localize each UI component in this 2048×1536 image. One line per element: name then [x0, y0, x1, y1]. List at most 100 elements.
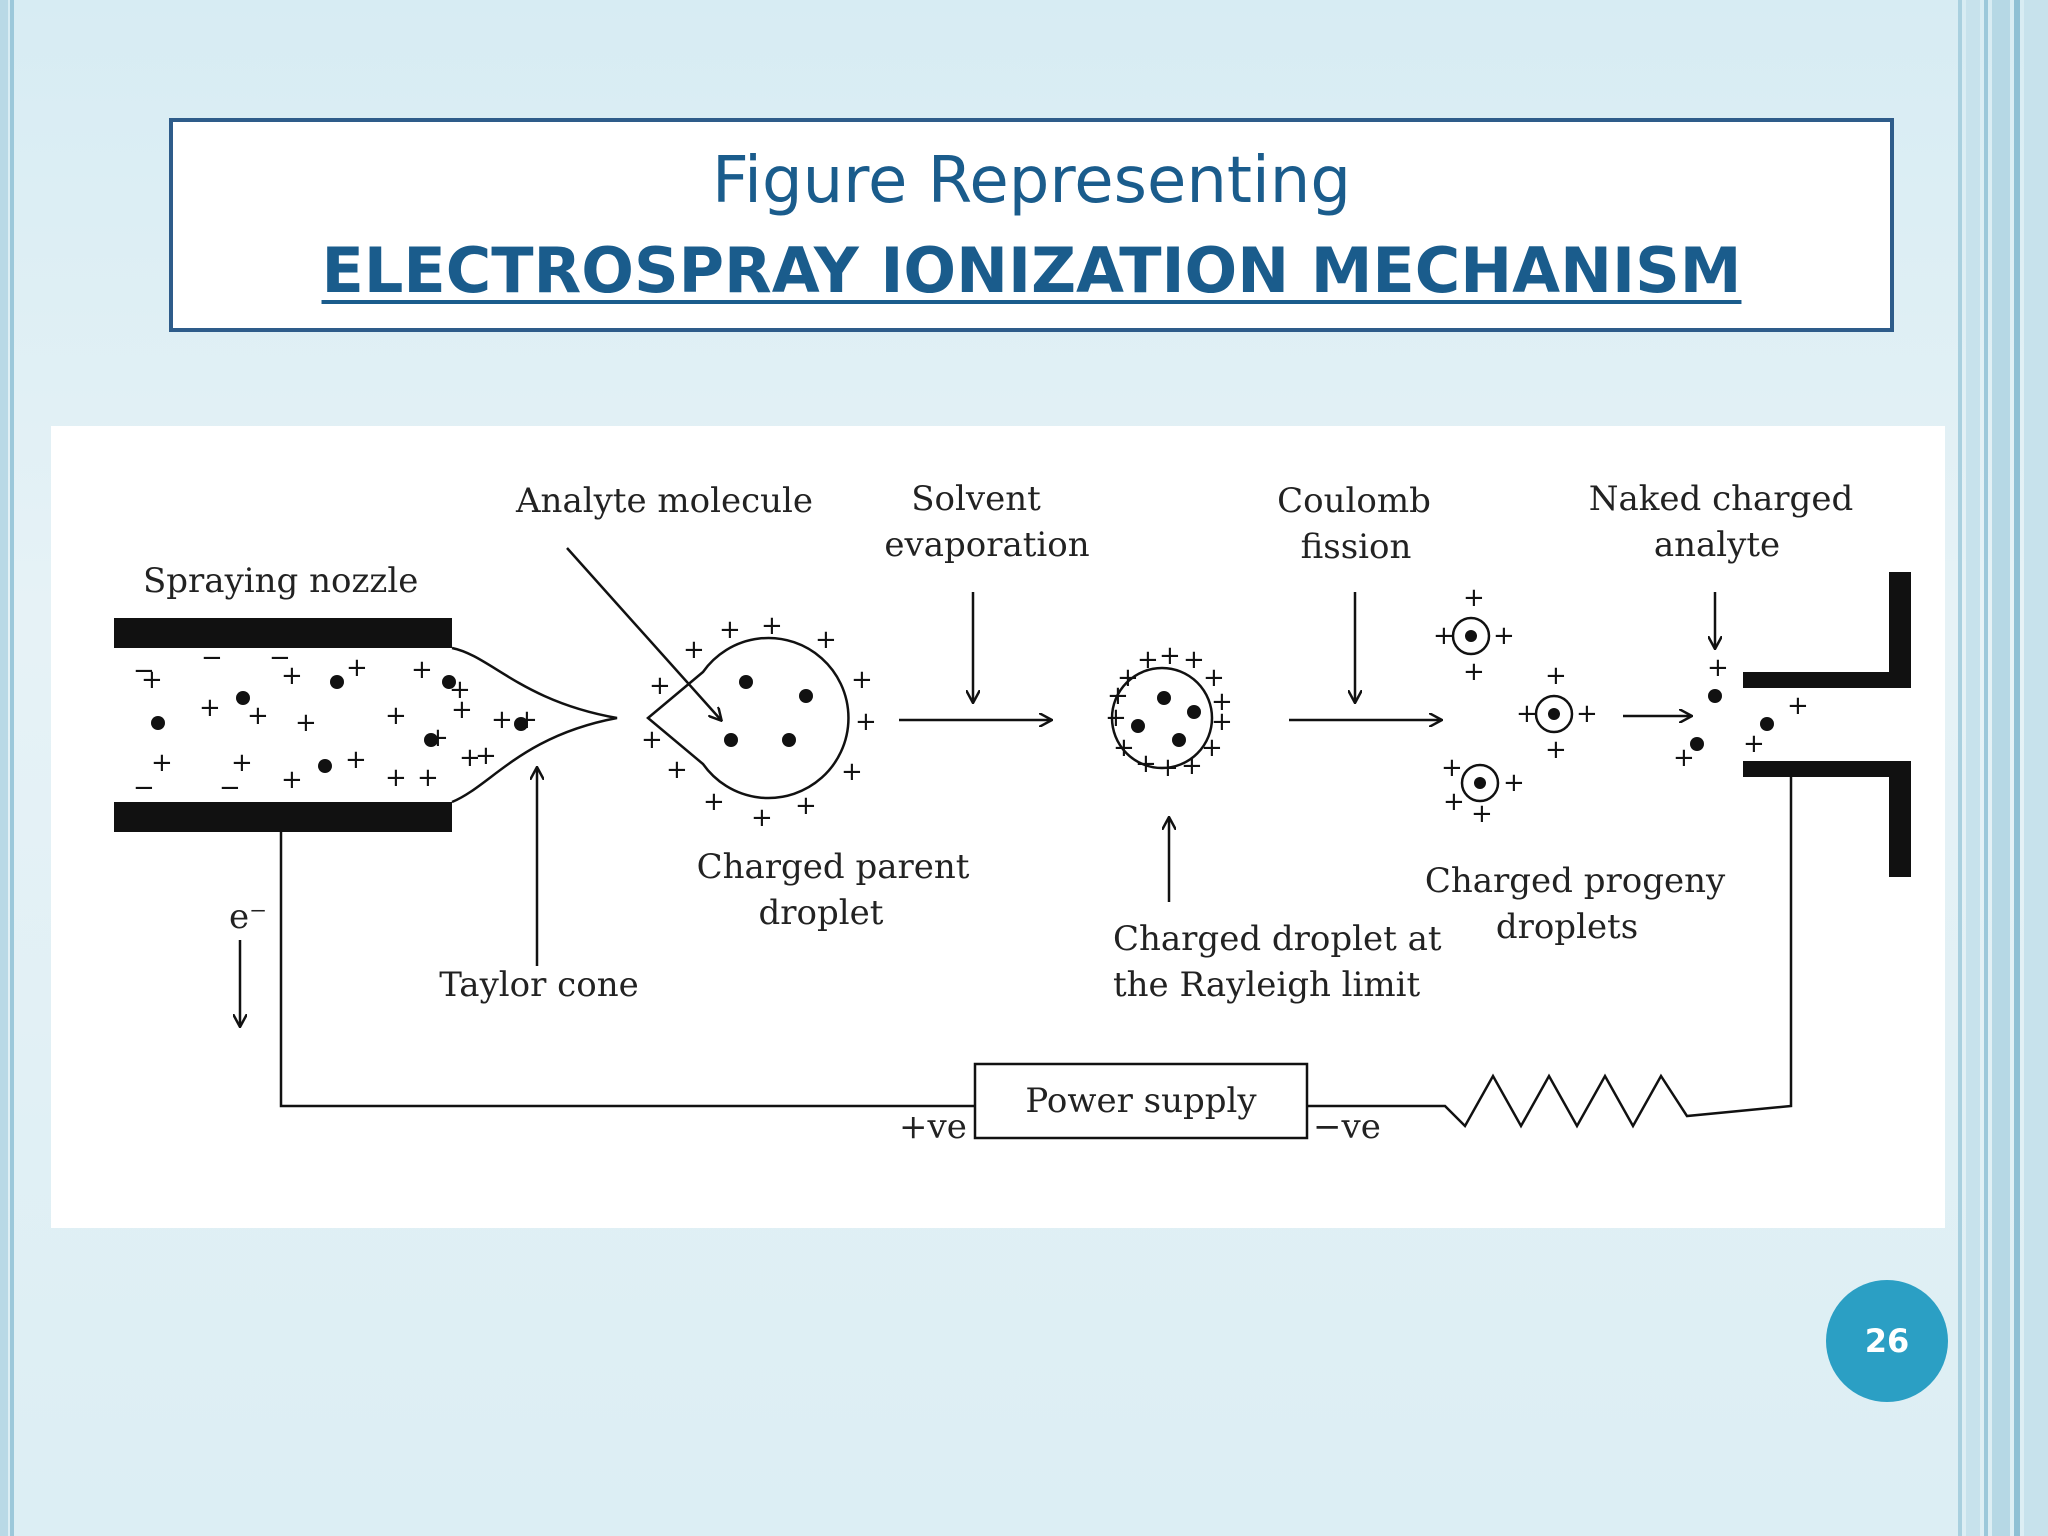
svg-text:+: +: [1545, 661, 1567, 691]
svg-text:+: +: [1183, 645, 1205, 675]
svg-text:+: +: [649, 671, 671, 701]
svg-text:−: −: [133, 656, 155, 686]
svg-text:+: +: [761, 611, 783, 641]
svg-text:+: +: [1105, 703, 1127, 733]
svg-text:+: +: [1576, 699, 1598, 729]
svg-text:+: +: [231, 748, 253, 778]
svg-text:+: +: [703, 787, 725, 817]
svg-text:+: +: [719, 615, 741, 645]
svg-text:+: +: [385, 763, 407, 793]
svg-text:+: +: [1787, 691, 1809, 721]
svg-text:−: −: [133, 773, 155, 803]
svg-text:+: +: [1493, 621, 1515, 651]
label-solvent: Solvent: [911, 479, 1041, 519]
label-rayleigh-1: Charged droplet at: [1113, 919, 1442, 959]
svg-text:+: +: [1211, 687, 1233, 717]
svg-text:+: +: [1673, 743, 1695, 773]
process-arrows: [240, 547, 1715, 1026]
title-box: Figure Representing ELECTROSPRAY IONIZAT…: [169, 118, 1894, 332]
label-electron: e⁻: [229, 897, 267, 937]
label-coulomb: Coulomb: [1277, 481, 1431, 521]
svg-text:+: +: [1211, 707, 1233, 737]
svg-text:+: +: [1443, 787, 1465, 817]
svg-text:+: +: [1159, 641, 1181, 671]
label-spraying-nozzle: Spraying nozzle: [143, 561, 418, 601]
nozzle-charges: −−− +++ +++ +++ +++ +++ +++ +++ −−: [133, 643, 538, 803]
svg-text:+: +: [151, 748, 173, 778]
svg-text:+: +: [841, 757, 863, 787]
naked-charged-analyte: + + + +: [1673, 653, 1809, 773]
svg-text:+: +: [1545, 735, 1567, 765]
svg-text:+: +: [199, 693, 221, 723]
svg-text:+: +: [295, 708, 317, 738]
title-line-1: Figure Representing: [712, 144, 1351, 218]
label-rayleigh-2: the Rayleigh limit: [1113, 965, 1421, 1005]
svg-text:+: +: [491, 705, 513, 735]
label-droplet: droplet: [759, 893, 884, 933]
svg-text:+: +: [1201, 733, 1223, 763]
figure-panel: −−− +++ +++ +++ +++ +++ +++ +++ −− +++ +…: [51, 426, 1945, 1228]
svg-text:+: +: [1743, 729, 1765, 759]
svg-text:+: +: [1707, 653, 1729, 683]
svg-text:+: +: [1113, 733, 1135, 763]
svg-text:+: +: [475, 741, 497, 771]
page-number-badge: 26: [1826, 1280, 1948, 1402]
svg-text:−: −: [201, 643, 223, 673]
svg-text:−: −: [269, 643, 291, 673]
label-analyte: analyte: [1654, 525, 1780, 565]
svg-text:+: +: [1463, 657, 1485, 687]
left-frame-border: [0, 0, 22, 1536]
svg-text:+: +: [459, 743, 481, 773]
svg-text:+: +: [247, 701, 269, 731]
svg-text:+: +: [141, 665, 163, 695]
power-circuit: [279, 777, 1793, 1129]
svg-text:+: +: [666, 755, 688, 785]
label-negative-terminal: −ve: [1313, 1107, 1381, 1147]
svg-text:+: +: [1503, 768, 1525, 798]
svg-text:−: −: [219, 773, 241, 803]
label-charged-parent: Charged parent: [697, 847, 970, 887]
label-analyte-molecule: Analyte molecule: [515, 481, 813, 521]
svg-text:+: +: [751, 803, 773, 833]
svg-text:+: +: [1117, 663, 1139, 693]
svg-text:+: +: [855, 707, 877, 737]
label-taylor-cone: Taylor cone: [439, 965, 638, 1005]
svg-text:+: +: [385, 701, 407, 731]
label-naked-charged: Naked charged: [1589, 479, 1853, 519]
label-power-supply: Power supply: [1025, 1081, 1257, 1121]
title-line-2: ELECTROSPRAY IONIZATION MECHANISM: [321, 234, 1742, 307]
svg-text:+: +: [1181, 751, 1203, 781]
svg-text:+: +: [1441, 753, 1463, 783]
spraying-nozzle: [114, 618, 618, 832]
power-supply-box: [973, 1062, 1309, 1140]
charged-parent-droplet: +++ +++ +++ +++ +: [641, 611, 877, 833]
label-positive-terminal: +ve: [899, 1107, 967, 1147]
charged-progeny-droplets: ++++ ++++ ++++: [1433, 583, 1598, 829]
svg-text:+: +: [346, 653, 368, 683]
label-progeny-droplets: droplets: [1496, 907, 1638, 947]
svg-text:+: +: [795, 791, 817, 821]
svg-text:+: +: [1463, 583, 1485, 613]
label-evaporation: evaporation: [884, 525, 1089, 565]
svg-text:+: +: [641, 725, 663, 755]
svg-text:+: +: [281, 765, 303, 795]
electrospray-diagram: −−− +++ +++ +++ +++ +++ +++ +++ −− +++ +…: [114, 479, 1911, 1147]
svg-text:+: +: [1157, 753, 1179, 783]
svg-text:+: +: [345, 745, 367, 775]
svg-text:+: +: [411, 655, 433, 685]
svg-text:+: +: [1107, 681, 1129, 711]
mass-analyzer-inlet: [1743, 572, 1911, 877]
svg-text:+: +: [683, 635, 705, 665]
svg-text:+: +: [815, 625, 837, 655]
svg-text:+: +: [1471, 799, 1493, 829]
rayleigh-droplet: +++ +++ +++ +++ ++: [1105, 641, 1233, 783]
svg-text:+: +: [281, 661, 303, 691]
label-charged-progeny: Charged progeny: [1425, 861, 1726, 901]
svg-text:+: +: [1516, 699, 1538, 729]
svg-text:+: +: [417, 763, 439, 793]
label-fission: fission: [1301, 527, 1412, 567]
svg-text:+: +: [451, 695, 473, 725]
svg-text:+: +: [1137, 645, 1159, 675]
svg-text:+: +: [1203, 663, 1225, 693]
svg-text:+: +: [1433, 621, 1455, 651]
